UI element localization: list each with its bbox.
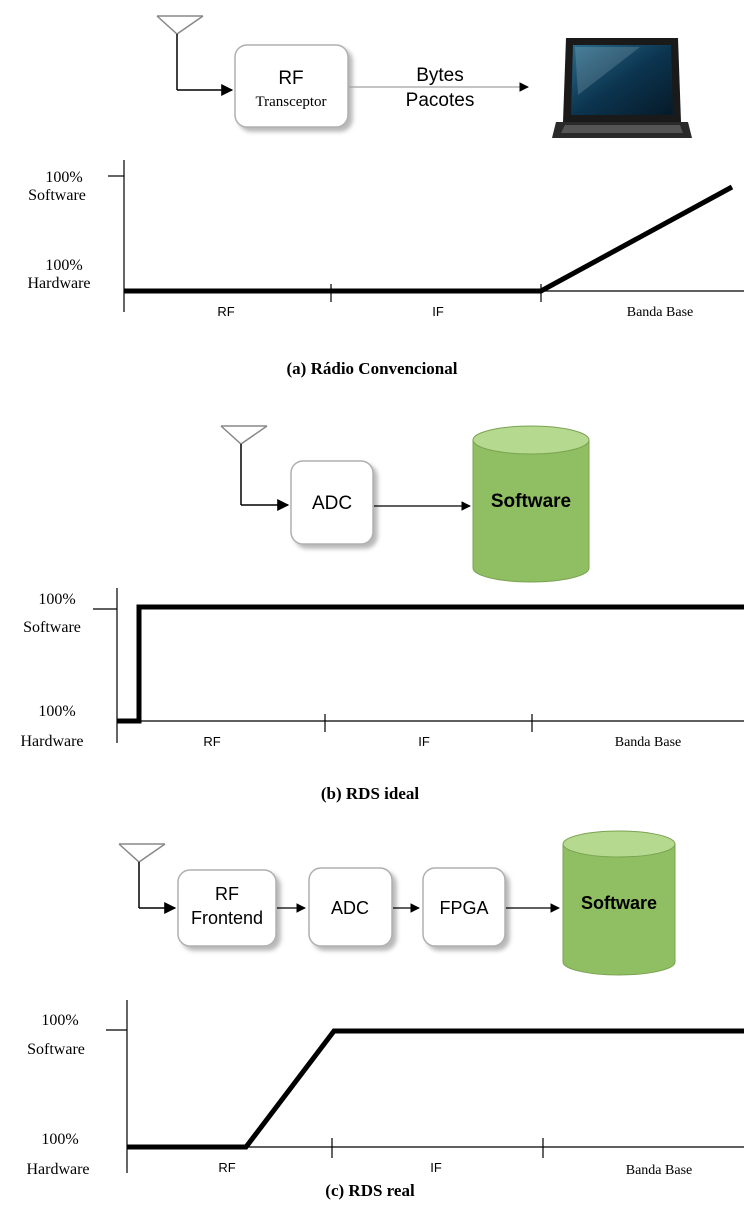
curve-c xyxy=(127,1028,744,1150)
region-if: IF xyxy=(430,1160,442,1175)
panel-c: RF Frontend ADC FPGA Software 100% Sof xyxy=(26,830,744,1200)
fpga-label: FPGA xyxy=(439,898,488,918)
region-rf: RF xyxy=(217,304,234,319)
panel-b: ADC Software 100% Software 100% Hardware… xyxy=(20,425,744,803)
antenna-icon xyxy=(156,15,234,96)
graph-a: 100% Software 100% Hardware RF IF Banda … xyxy=(27,160,744,320)
software-label: Software xyxy=(581,893,657,913)
rf-box-line1: RF xyxy=(278,68,303,89)
axis-top-pct: 100% xyxy=(41,1012,78,1029)
fpga-box: FPGA xyxy=(422,867,506,947)
caption-a: (a) Rádio Convencional xyxy=(287,359,458,378)
graph-c: 100% Software 100% Hardware RF IF Banda … xyxy=(26,1000,744,1178)
adc-label: ADC xyxy=(312,493,352,514)
region-banda-base: Banda Base xyxy=(626,1163,692,1178)
rf-frontend-box: RF Frontend xyxy=(177,869,277,947)
axis-bottom-pct: 100% xyxy=(45,257,82,274)
axis-bottom-word: Hardware xyxy=(26,1161,89,1178)
axis-bottom-word: Hardware xyxy=(20,733,83,750)
adc-label: ADC xyxy=(331,898,369,918)
axis-top-word: Software xyxy=(27,1041,85,1058)
axis-top-word: Software xyxy=(23,619,81,636)
panel-a: RF Transceptor Bytes Pacotes 100% Softwa… xyxy=(27,15,744,378)
curve-b xyxy=(117,604,744,724)
caption-c: (c) RDS real xyxy=(325,1181,415,1200)
graph-b: 100% Software 100% Hardware RF IF Banda … xyxy=(20,588,744,750)
rf-transceptor-box: RF Transceptor xyxy=(234,44,349,128)
software-label: Software xyxy=(491,491,571,512)
rf-frontend-line1: RF xyxy=(215,884,239,904)
curve-a xyxy=(124,184,734,294)
rf-frontend-line2: Frontend xyxy=(191,908,263,928)
link-line1: Bytes xyxy=(416,65,464,86)
region-banda-base: Banda Base xyxy=(615,735,681,750)
antenna-icon xyxy=(118,843,177,914)
link-line2: Pacotes xyxy=(406,90,475,111)
caption-b: (b) RDS ideal xyxy=(321,784,420,803)
axis-bottom-pct: 100% xyxy=(38,703,75,720)
rf-box-line2: Transceptor xyxy=(255,94,326,110)
axis-top-pct: 100% xyxy=(45,169,82,186)
region-if: IF xyxy=(432,304,444,319)
axis-bottom-word: Hardware xyxy=(27,275,90,292)
region-rf: RF xyxy=(203,734,220,749)
adc-box: ADC xyxy=(290,460,374,545)
laptop-icon xyxy=(552,38,692,138)
axis-top-pct: 100% xyxy=(38,591,75,608)
adc-box: ADC xyxy=(308,867,393,947)
region-rf: RF xyxy=(218,1160,235,1175)
antenna-icon xyxy=(220,425,290,511)
region-if: IF xyxy=(418,734,430,749)
region-banda-base: Banda Base xyxy=(627,305,693,320)
software-cylinder: Software xyxy=(472,425,590,583)
axis-top-word: Software xyxy=(28,187,86,204)
software-cylinder: Software xyxy=(562,830,676,976)
axis-bottom-pct: 100% xyxy=(41,1131,78,1148)
